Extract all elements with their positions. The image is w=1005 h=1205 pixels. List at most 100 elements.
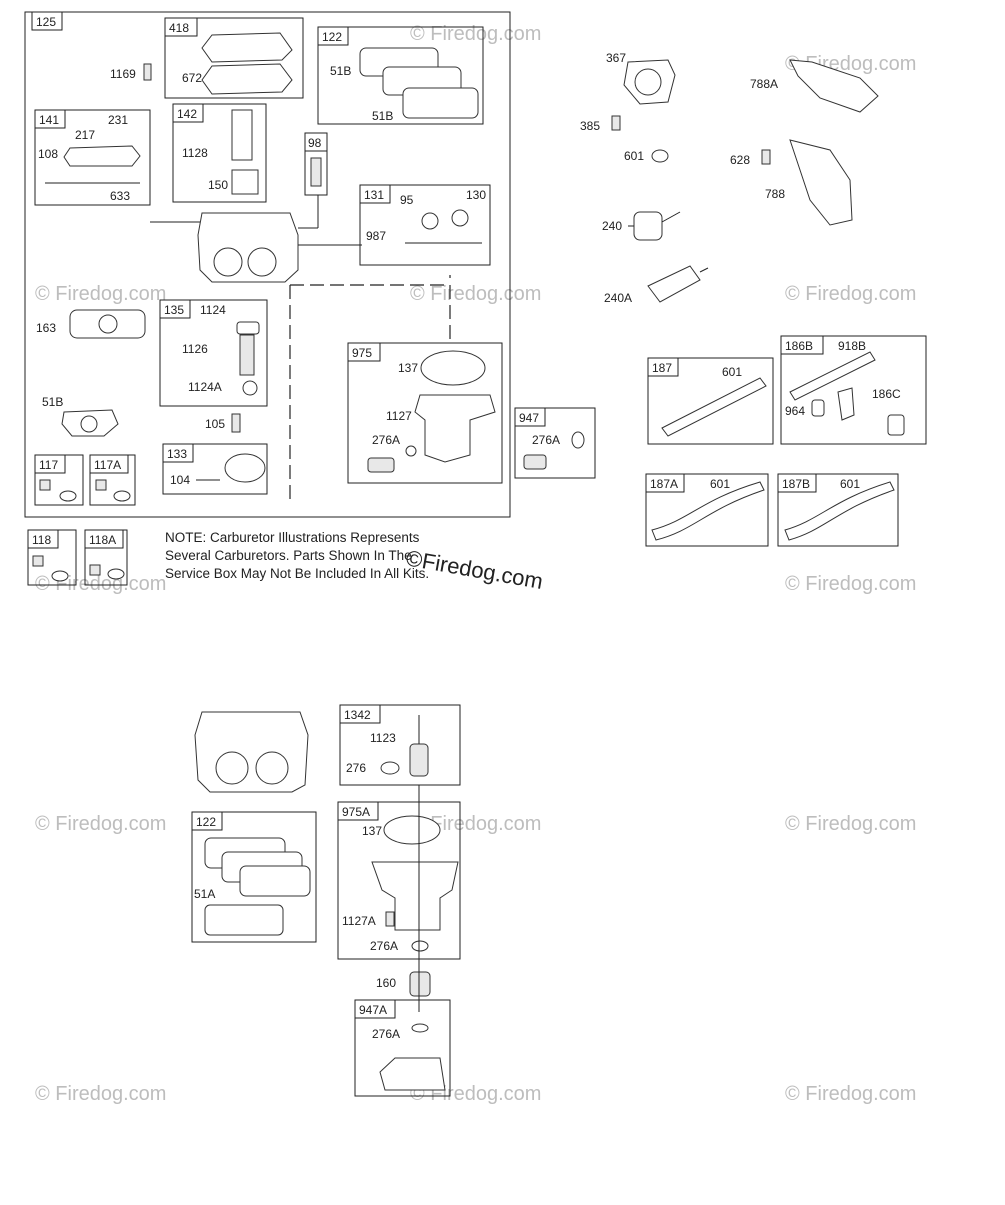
part-label-137: 137 [398,361,418,375]
bracket-part [789,139,853,226]
box-122-lower [191,811,317,943]
box-187 [647,357,774,445]
box-135 [159,299,268,407]
part-label-276a: 276A [370,939,398,953]
box-label-118a: 118A [89,533,116,547]
box-label-141: 141 [39,113,59,127]
hose-part [789,351,876,401]
note-line-3: Service Box May Not Be Included In All K… [165,566,429,581]
watermark: © Firedog.com [35,813,166,835]
carburetor-body [197,212,299,283]
part-label-1123: 1123 [370,731,396,745]
box-131 [359,184,491,266]
solenoid-part [379,1057,446,1091]
bracket-part [789,59,879,113]
box-187b [777,473,899,547]
box-label-975: 975 [352,346,372,360]
part-label-601: 601 [722,365,742,379]
nut-part [409,971,431,997]
watermark: © Firedog.com [35,573,166,595]
jet-part [409,743,429,777]
box-label-187b: 187B [782,477,810,491]
float-part [239,334,255,376]
part-label-628: 628 [730,153,750,167]
part-label-601: 601 [624,149,644,163]
part-label-1124: 1124 [200,303,226,317]
box-label-418: 418 [169,21,189,35]
hose-part [651,481,765,541]
box-122 [317,26,484,125]
part-label-108: 108 [38,147,58,161]
part-label-964: 964 [785,404,805,418]
part-label-240: 240 [602,219,622,233]
part-label-672: 672 [182,71,202,85]
part-label-104: 104 [170,473,190,487]
box-label-142: 142 [177,107,197,121]
part-label-633: 633 [110,189,130,203]
box-label-186b: 186B [785,339,813,353]
part-label-217: 217 [75,128,95,142]
box-label-98: 98 [308,136,322,150]
watermark: © Firedog.com [785,1083,916,1105]
part-label-918b: 918B [838,339,866,353]
box-label-117: 117 [39,458,58,472]
box-label-135: 135 [164,303,184,317]
box-label-187: 187 [652,361,672,375]
part-label-1169: 1169 [110,67,136,81]
gasket-part [402,87,479,119]
bowl-part [371,861,459,931]
gasket-part [201,32,293,63]
box-label-125: 125 [36,15,56,29]
watermark: © Firedog.com [410,23,541,45]
part-label-276a: 276A [372,1027,400,1041]
hose-part [784,481,895,541]
spring-part [310,157,322,187]
part-label-987: 987 [366,229,386,243]
part-label-1127a: 1127A [342,914,376,928]
part-label-788: 788 [765,187,785,201]
box-label-1342: 1342 [344,708,371,722]
box-186b [780,335,927,445]
watermark: © Firedog.com [785,283,916,305]
box-label-118: 118 [32,533,51,547]
fuel-filter-part [633,211,663,241]
watermark: © Firedog.com [410,283,541,305]
watermark: © Firedog.com [785,813,916,835]
part-label-601: 601 [710,477,730,491]
plate-part [63,145,141,167]
box-141 [34,109,151,206]
part-label-51b: 51B [42,395,63,409]
box-975a [337,801,461,960]
solenoid-part [367,457,395,473]
part-label-1126: 1126 [182,342,208,356]
part-label-601: 601 [840,477,860,491]
part-label-276: 276 [346,761,366,775]
box-label-947: 947 [519,411,539,425]
box-label-187a: 187A [650,477,678,491]
watermark: © Firedog.com [785,573,916,595]
part-label-51b: 51B [330,64,351,78]
box-label-947a: 947A [359,1003,387,1017]
box-label-117a: 117A [94,458,121,472]
gasket-part [204,904,284,936]
plate-part [231,109,253,161]
part-label-231: 231 [108,113,128,127]
part-label-51b: 51B [372,109,393,123]
box-133 [162,443,268,495]
carburetor-body [194,711,309,793]
part-label-276a: 276A [372,433,400,447]
part-label-276a: 276A [532,433,560,447]
part-label-150: 150 [208,178,228,192]
box-418 [164,17,304,99]
part-label-1124a: 1124A [188,380,222,394]
box-187a [645,473,769,547]
part-label-1128: 1128 [182,146,208,160]
box-142 [172,103,267,203]
watermark: © Firedog.com [35,1083,166,1105]
solenoid-part [523,454,547,470]
box-1342 [339,704,461,786]
box-label-122: 122 [196,815,216,829]
part-label-51a: 51A [194,887,215,901]
